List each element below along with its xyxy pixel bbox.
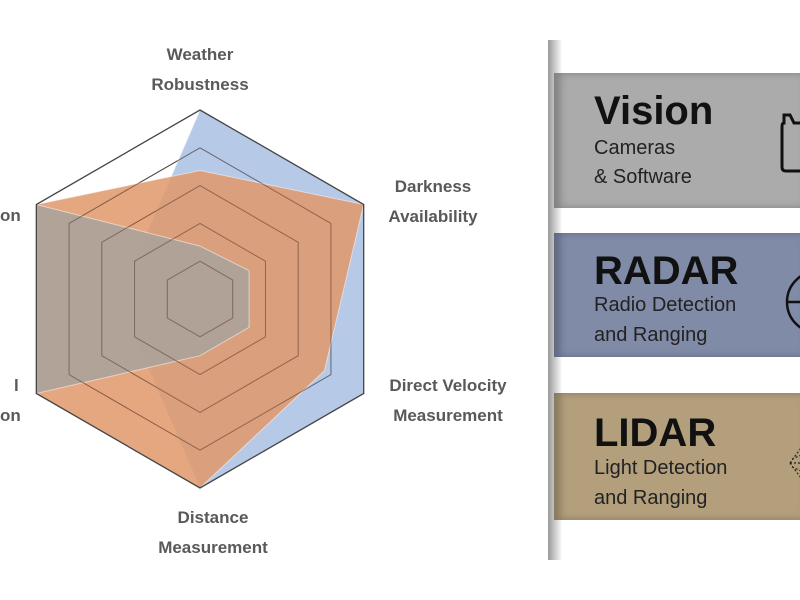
sensor-panel: Vision Cameras & Software RADAR Radio De… (548, 40, 800, 560)
radar-subtitle-2: and Ranging (594, 324, 708, 346)
lidar-icon (789, 448, 800, 478)
chart-series (35, 109, 365, 489)
radar-subtitle-1: Radio Detection (594, 294, 737, 316)
vision-subtitle-2: & Software (594, 166, 692, 188)
grid-ring-overlay-4 (68, 147, 332, 451)
chart-outline (35, 109, 365, 489)
grid-ring-overlay-2 (134, 222, 266, 376)
radar-icon (785, 275, 800, 329)
lidar-title: LIDAR (594, 411, 717, 455)
vision-subtitle-1: Cameras (594, 137, 676, 159)
vision-title: Vision (594, 89, 714, 133)
lidar-subtitle-1: Light Detection (594, 457, 728, 479)
radar-chart (35, 109, 365, 489)
grid-ring-overlay-1 (166, 260, 234, 338)
camera-icon (780, 113, 800, 173)
vision-box: Vision Cameras & Software (554, 73, 800, 208)
lidar-box: LIDAR Light Detection and Ranging (554, 393, 800, 520)
grid-ring-5 (35, 109, 365, 489)
radar-box: RADAR Radio Detection and Ranging (554, 233, 800, 357)
radar-title: RADAR (594, 249, 739, 293)
grid-ring-overlay-3 (101, 185, 299, 413)
lidar-subtitle-2: and Ranging (594, 487, 708, 509)
axis-label-upper-left: on (0, 206, 21, 225)
